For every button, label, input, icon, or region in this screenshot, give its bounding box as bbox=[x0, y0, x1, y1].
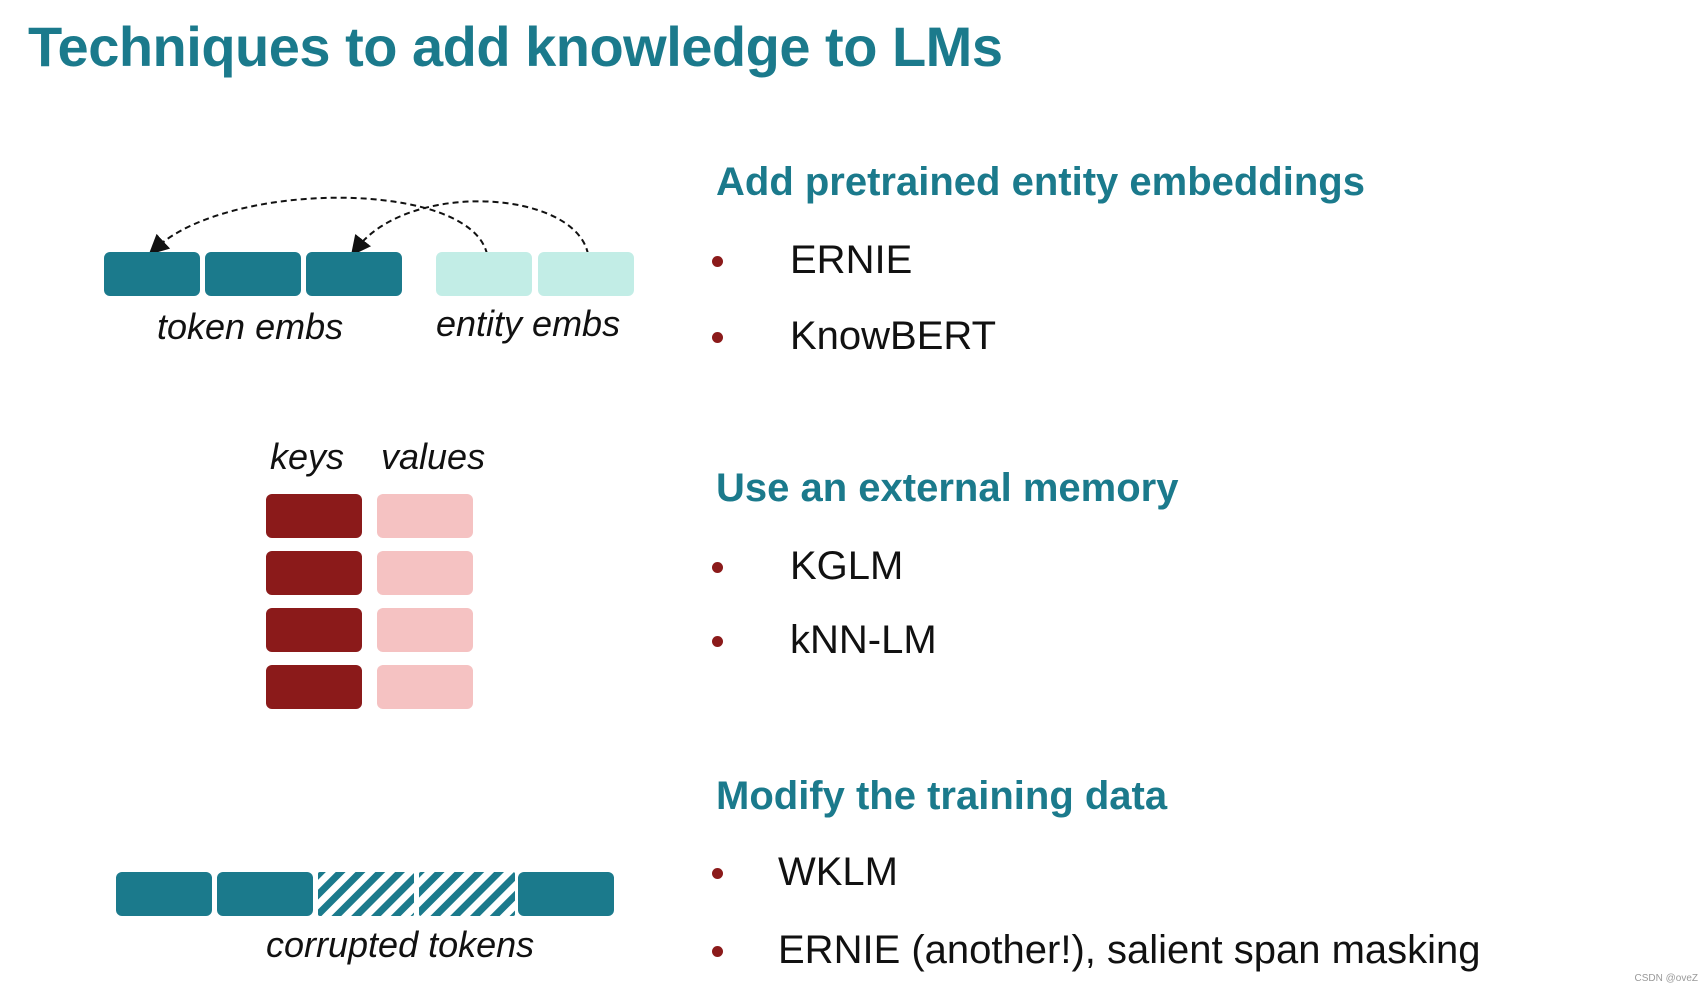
value-block bbox=[377, 665, 473, 709]
watermark: CSDN @oveZ bbox=[1634, 973, 1699, 984]
bullet-dot bbox=[712, 256, 723, 267]
slide-title: Techniques to add knowledge to LMs bbox=[28, 15, 1003, 78]
bullet-text: KGLM bbox=[790, 544, 904, 588]
token-embs-label: token embs bbox=[157, 306, 344, 347]
bullet-dot bbox=[712, 636, 723, 647]
section-heading-external-memory: Use an external memory bbox=[716, 466, 1179, 510]
corrupted-tokens-label: corrupted tokens bbox=[266, 924, 535, 965]
corrupted-tokens-diagram bbox=[116, 872, 614, 916]
section-heading-entity-embeddings: Add pretrained entity embeddings bbox=[716, 160, 1365, 204]
entity-embs-label: entity embs bbox=[436, 303, 621, 344]
bullet-text: ERNIE bbox=[790, 238, 913, 282]
value-block bbox=[377, 551, 473, 595]
embedding-diagram bbox=[104, 196, 634, 296]
bullet-text: KnowBERT bbox=[790, 314, 997, 358]
corrupted-token-block bbox=[419, 872, 515, 916]
entity-emb-block bbox=[538, 252, 634, 296]
token-block bbox=[518, 872, 614, 916]
diagram-illustrations bbox=[104, 196, 634, 916]
key-block bbox=[266, 494, 362, 538]
bullet-dot bbox=[712, 562, 723, 573]
bullet-text: WKLM bbox=[778, 850, 898, 894]
section-heading-training-data: Modify the training data bbox=[716, 774, 1168, 818]
corrupted-token-block bbox=[318, 872, 414, 916]
key-block bbox=[266, 608, 362, 652]
bullet-dot bbox=[712, 946, 723, 957]
token-emb-block bbox=[104, 252, 200, 296]
values-label: values bbox=[381, 436, 486, 477]
bullet-text: kNN-LM bbox=[790, 618, 937, 662]
token-block bbox=[116, 872, 212, 916]
token-emb-block bbox=[205, 252, 301, 296]
token-block bbox=[217, 872, 313, 916]
key-block bbox=[266, 551, 362, 595]
entity-to-token-arrow-2 bbox=[350, 200, 589, 256]
keys-label: keys bbox=[270, 436, 345, 477]
value-block bbox=[377, 608, 473, 652]
memory-diagram bbox=[266, 494, 473, 709]
bullet-text: ERNIE (another!), salient span masking bbox=[778, 928, 1481, 972]
key-block bbox=[266, 665, 362, 709]
bullet-dot bbox=[712, 332, 723, 343]
entity-emb-block bbox=[436, 252, 532, 296]
entity-to-token-arrow-1 bbox=[148, 196, 488, 255]
value-block bbox=[377, 494, 473, 538]
token-emb-block bbox=[306, 252, 402, 296]
bullet-dot bbox=[712, 868, 723, 879]
